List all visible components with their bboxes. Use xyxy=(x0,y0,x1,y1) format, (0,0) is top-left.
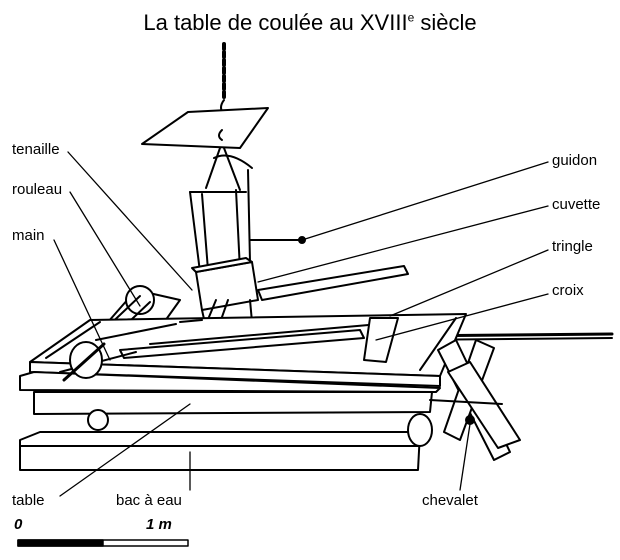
title-end: siècle xyxy=(414,10,477,35)
scale-start-label: 0 xyxy=(14,516,23,533)
leader-lines xyxy=(53,151,549,497)
label-rouleau: rouleau xyxy=(12,181,63,198)
hoist-chains xyxy=(189,147,306,273)
label-tringle: tringle xyxy=(552,238,593,255)
label-cuvette: cuvette xyxy=(552,196,601,213)
title-main: La table de coulée au XVIII xyxy=(143,10,408,35)
label-chevalet: chevalet xyxy=(422,492,478,509)
label-bac-a-eau: bac à eau xyxy=(116,492,182,509)
diagram-title: La table de coulée au XVIIIe siècle xyxy=(0,10,620,36)
scale-end-label: 1 m xyxy=(146,516,172,533)
label-tenaille: tenaille xyxy=(12,141,60,158)
label-guidon: guidon xyxy=(552,152,598,169)
scale-bar xyxy=(17,539,189,547)
label-table: table xyxy=(12,492,45,509)
label-main: main xyxy=(12,227,45,244)
tringle-bars xyxy=(59,317,399,373)
label-croix: croix xyxy=(552,282,584,299)
title-superscript: e xyxy=(407,10,415,25)
main-hand xyxy=(62,319,203,382)
chevalet-trestle xyxy=(429,339,521,461)
bac-a-eau-trough xyxy=(19,409,433,471)
hoist-hook xyxy=(141,42,269,149)
